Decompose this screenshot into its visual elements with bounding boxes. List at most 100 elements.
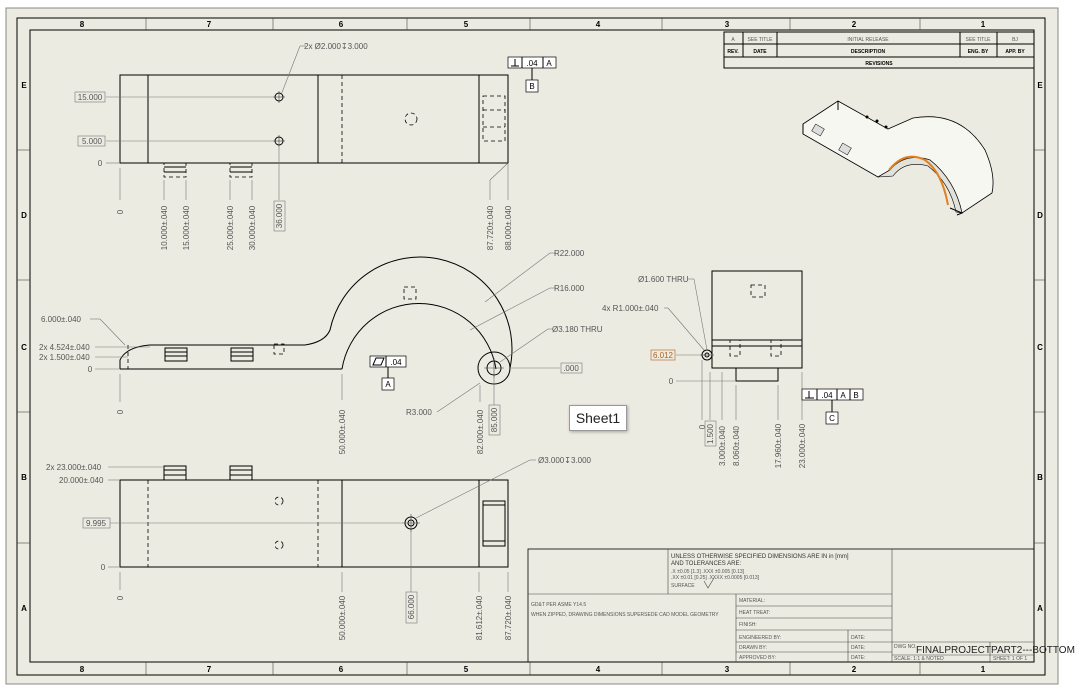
top-gdt-frame: .04 A B (507, 56, 557, 93)
zone-col-2-bottom: 2 (852, 665, 857, 674)
tb-scale: SCALE: 1:1 & NOTED (894, 656, 944, 662)
zone-labels-left: E D C B A (21, 81, 27, 613)
side-v-8060: 8.060±.040 (732, 425, 741, 466)
zone-row-d-right: D (1037, 211, 1043, 220)
front-zero-v: 0 (116, 409, 125, 414)
top-v-10: 10.000±.040 (160, 205, 169, 250)
side-radius-callout: 4x R1.000±.040 (602, 304, 659, 313)
front-r22: R22.000 (554, 249, 585, 258)
zone-col-2: 2 (852, 20, 857, 29)
zone-labels-top: 8 7 6 5 4 3 2 1 (80, 20, 986, 29)
zone-row-a-right: A (1037, 604, 1043, 613)
rev-app: BJ (1012, 37, 1018, 43)
zone-col-1: 1 (981, 20, 986, 29)
zone-row-c-right: C (1037, 343, 1043, 352)
side-datum-c: C (829, 414, 835, 423)
svg-text:.04: .04 (526, 59, 538, 68)
bottom-hole-callout: Ø3.000↧3.000 (538, 456, 592, 465)
surface-finish-icon (703, 577, 715, 589)
front-v-82: 82.000±.040 (476, 409, 485, 454)
paper (5, 7, 1059, 685)
zone-col-6: 6 (339, 20, 344, 29)
bottom-boxed-66: 66.000 (407, 594, 416, 619)
zone-labels-bottom: 8 7 6 5 4 3 2 1 (80, 665, 986, 674)
top-dim-5: 5.000 (82, 137, 103, 146)
bottom-v-81: 81.612±.040 (475, 595, 484, 640)
front-hole-callout: Ø3.180 THRU (552, 325, 603, 334)
zone-row-c: C (21, 343, 27, 352)
zone-col-8: 8 (80, 20, 85, 29)
top-boxed-36: 36.000 (275, 203, 284, 228)
sheet-tab[interactable]: Sheet1 (569, 405, 627, 431)
tb-engineered: ENGINEERED BY: (739, 635, 781, 641)
front-outer-arc (119, 256, 513, 369)
svg-text:A: A (546, 59, 552, 68)
top-right-88: 88.000±.040 (504, 205, 513, 250)
rev-date: SEE TITLE (748, 37, 774, 43)
bottom-view[interactable]: 2x 23.000±.040 20.000±.040 9.995 0 0 Ø3.… (46, 456, 592, 640)
side-boxed-1500: 1.500 (706, 423, 715, 444)
tb-approved: APPROVED BY: (739, 655, 776, 661)
front-flatness-frame: .04 A (369, 355, 407, 391)
isometric-view[interactable] (802, 100, 994, 216)
rev-description: INITIAL RELEASE (847, 37, 889, 43)
bottom-view-outline (119, 479, 509, 568)
dwg-number: FINALPROJECTPART2---BOTTOM (916, 645, 1075, 656)
tb-dwg-label: DWG NO. (894, 644, 917, 650)
zone-row-a: A (21, 604, 27, 613)
zone-col-4: 4 (596, 20, 601, 29)
tb-sheet: SHEET: 1 OF 1 (993, 656, 1027, 662)
tb-date-3: DATE: (851, 655, 865, 661)
tb-date-1: DATE: (851, 635, 865, 641)
zone-ticks (17, 18, 1045, 675)
front-r3: R3.000 (406, 408, 432, 417)
top-view[interactable]: 2x Ø2.000↧3.000 15.000 5.000 0 0 10.000±… (74, 42, 557, 250)
rev-header-rev: REV. (727, 49, 739, 55)
zone-col-3-bottom: 3 (725, 665, 730, 674)
front-dim-1500: 2x 1.500±.040 (39, 353, 90, 362)
top-zero-h: 0 (98, 159, 103, 168)
rev-title: REVISIONS (865, 61, 893, 67)
tb-drawn: DRAWN BY: (739, 645, 767, 651)
rev-letter: A (731, 37, 735, 43)
top-datum-b: B (529, 82, 534, 91)
note-tolerances: AND TOLERANCES ARE: (671, 561, 741, 567)
svg-text:B: B (853, 391, 858, 400)
rev-header-app: APP. BY (1005, 49, 1025, 55)
front-view[interactable]: R22.000 R16.000 Ø3.180 THRU 6.000±.040 2… (39, 249, 603, 454)
side-v-0: 0 (698, 424, 707, 429)
front-zero-h: 0 (88, 365, 93, 374)
note-units: UNLESS OTHERWISE SPECIFIED DIMENSIONS AR… (671, 554, 849, 560)
zone-col-5: 5 (464, 20, 469, 29)
zone-col-8-bottom: 8 (80, 665, 85, 674)
top-right-87: 87.720±.040 (486, 205, 495, 250)
top-view-hidden-hole (404, 112, 418, 126)
zone-col-3: 3 (725, 20, 730, 29)
zone-row-b-right: B (1037, 473, 1043, 482)
zone-row-e-right: E (1037, 81, 1043, 90)
front-boxed-85: 85.000 (490, 407, 499, 432)
revision-table: A SEE TITLE INITIAL RELEASE SEE TITLE BJ… (723, 31, 1035, 69)
zone-row-e: E (21, 81, 27, 90)
svg-text:.04: .04 (821, 391, 833, 400)
bottom-v-87: 87.720±.040 (504, 595, 513, 640)
note-zipped: WHEN ZIPPED, DRAWING DIMENSIONS SUPERSED… (531, 612, 719, 618)
svg-text:A: A (840, 391, 846, 400)
front-inner-arc (341, 302, 497, 370)
top-dim-15: 15.000 (78, 93, 103, 102)
front-v-50: 50.000±.040 (338, 409, 347, 454)
front-datum-a: A (385, 380, 391, 389)
bottom-zero-h: 0 (101, 563, 106, 572)
bottom-hidden-hole-1 (274, 496, 284, 506)
front-dim-4524: 2x 4.524±.040 (39, 343, 90, 352)
zone-col-5-bottom: 5 (464, 665, 469, 674)
bottom-zero-v: 0 (116, 595, 125, 600)
zone-col-7: 7 (207, 20, 212, 29)
zone-col-1-bottom: 1 (981, 665, 986, 674)
zone-labels-right: E D C B A (1037, 81, 1043, 613)
side-zero-h: 0 (669, 377, 674, 386)
note-tol-1: .X ±0.05 [1.3] .XXX ±0.005 [0.13] (671, 569, 745, 575)
side-view[interactable]: Ø1.600 THRU 4x R1.000±.040 6.012 0 0 1.5… (602, 270, 864, 468)
